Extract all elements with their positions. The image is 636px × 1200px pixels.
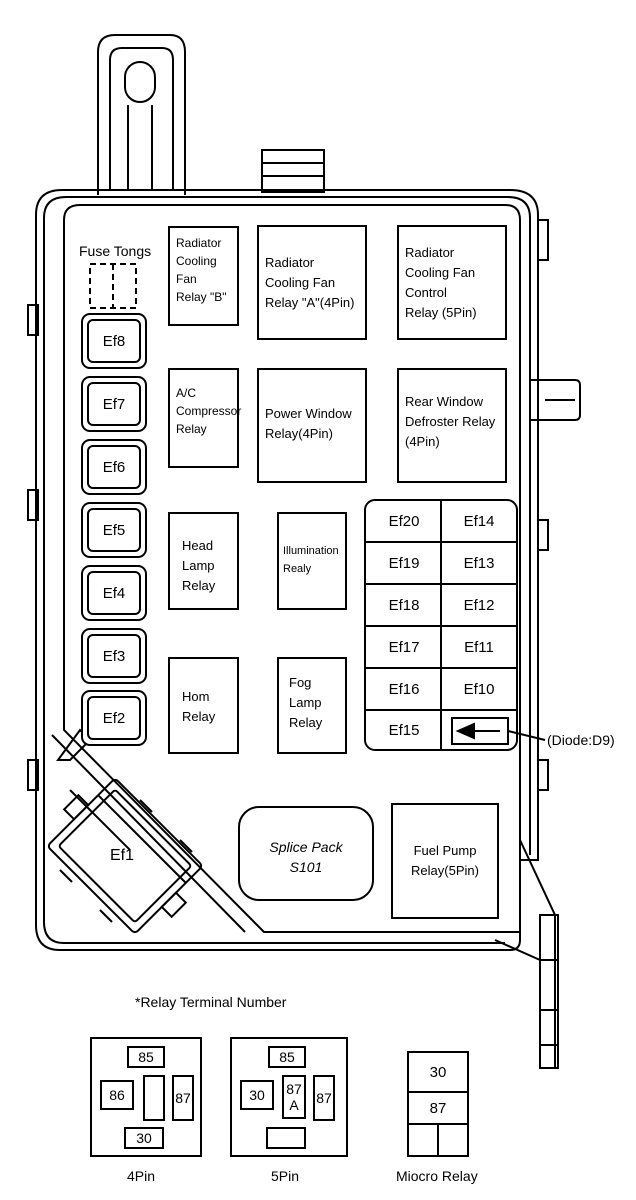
fuse-ef2[interactable]: Ef2 — [81, 690, 147, 746]
pin5-center: 87 A — [282, 1075, 306, 1119]
pin4-label: 4Pin — [127, 1168, 156, 1184]
fuse-ef5[interactable]: Ef5 — [81, 502, 147, 558]
fuse-ef11[interactable]: Ef11 — [464, 639, 494, 656]
fuse-label: Ef5 — [87, 508, 141, 552]
fuse-ef1-label: Ef1 — [110, 847, 135, 864]
pin5-label: 5Pin — [271, 1168, 300, 1184]
relay-terminal-title: *Relay Terminal Number — [135, 994, 287, 1010]
fuse-ef12[interactable]: Ef12 — [463, 597, 495, 614]
pin5-right: 87 — [313, 1075, 335, 1121]
fuse-ef18[interactable]: Ef18 — [388, 597, 420, 614]
fuse-ef20[interactable]: Ef20 — [388, 513, 420, 530]
micro-relay-label: Miocro Relay — [396, 1168, 478, 1184]
pin5-top: 85 — [268, 1046, 306, 1068]
fuse-ef10[interactable]: Ef10 — [463, 681, 495, 698]
relay-fog-lamp[interactable]: Fog Lamp Relay — [277, 657, 347, 754]
fuse-ef4[interactable]: Ef4 — [81, 565, 147, 621]
fuse-ef6[interactable]: Ef6 — [81, 439, 147, 495]
diode-label: (Diode:D9) — [547, 732, 615, 748]
fuse-ef16[interactable]: Ef16 — [388, 681, 420, 698]
fuse-ef8[interactable]: Ef8 — [81, 313, 147, 369]
fuse-ef19[interactable]: Ef19 — [388, 555, 420, 572]
pin4-center-slot — [143, 1075, 165, 1121]
relay-head-lamp[interactable]: Head Lamp Relay — [168, 512, 239, 610]
pin5-left: 30 — [240, 1080, 274, 1110]
micro-middle: 87 — [429, 1099, 447, 1117]
relay-power-window[interactable]: Power Window Relay(4Pin) — [257, 368, 367, 483]
fuse-ef14[interactable]: Ef14 — [463, 513, 495, 530]
pin4-bottom: 30 — [124, 1127, 164, 1149]
fuse-label: Ef6 — [87, 445, 141, 489]
fuse-ef17[interactable]: Ef17 — [388, 639, 420, 656]
relay-rear-window-defroster[interactable]: Rear Window Defroster Relay (4Pin) — [397, 368, 507, 483]
fuse-label: Ef8 — [87, 319, 141, 363]
relay-illumination[interactable]: Illumination Realy — [277, 512, 347, 610]
micro-top: 30 — [429, 1063, 447, 1081]
relay-radiator-fan-control[interactable]: Radiator Cooling Fan Control Relay (5Pin… — [397, 225, 507, 340]
relay-fuel-pump[interactable]: Fuel Pump Relay(5Pin) — [391, 803, 499, 919]
pin4-left: 86 — [100, 1080, 134, 1110]
fuse-ef7[interactable]: Ef7 — [81, 376, 147, 432]
relay-ac-compressor[interactable]: A/C Compressor Relay — [168, 368, 241, 468]
relay-horn[interactable]: Hom Relay — [168, 657, 239, 754]
relay-radiator-fan-a[interactable]: Radiator Cooling Fan Relay "A"(4Pin) — [257, 225, 367, 340]
fuse-label: Ef3 — [87, 634, 141, 678]
fuse-ef13[interactable]: Ef13 — [463, 555, 495, 572]
fuse-label: Ef2 — [87, 696, 141, 740]
pin4-top: 85 — [127, 1046, 165, 1068]
fuse-ef15[interactable]: Ef15 — [388, 721, 420, 739]
relay-radiator-fan-b[interactable]: Radiator Cooling Fan Relay "B" — [168, 226, 239, 326]
fuse-label: Ef4 — [87, 571, 141, 615]
fuse-ef3[interactable]: Ef3 — [81, 628, 147, 684]
pin5-bottom-slot — [266, 1127, 306, 1149]
fuse-label: Ef7 — [87, 382, 141, 426]
splice-pack-label: Splice Pack S101 — [269, 839, 343, 875]
pin4-right: 87 — [172, 1075, 194, 1121]
fuse-tongs-label: Fuse Tongs — [79, 243, 152, 259]
